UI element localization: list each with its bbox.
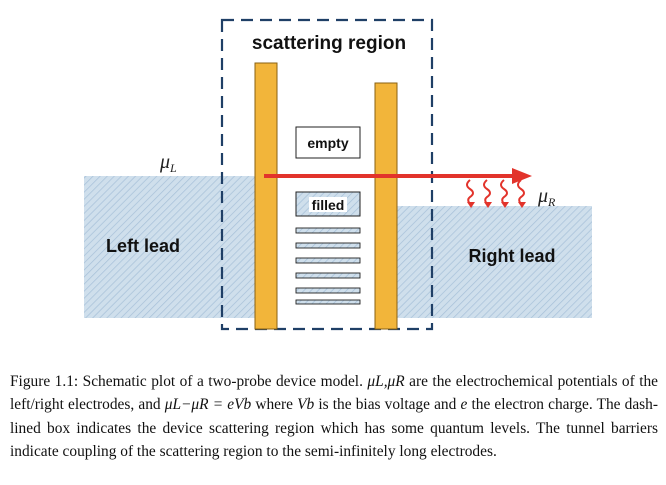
filled-level (295, 287, 361, 294)
filled-level (295, 299, 361, 305)
caption-e: e (460, 396, 468, 414)
filled-label-bg (309, 197, 347, 212)
caption-mid3: is the bias voltage and (318, 396, 457, 414)
right-lead-label: Right lead (468, 246, 555, 266)
left-lead-label: Left lead (106, 236, 180, 256)
mu-left-label: μL (159, 151, 177, 175)
right-barrier (374, 82, 398, 330)
empty-label: empty (307, 135, 348, 151)
transport-arrow (264, 168, 532, 184)
filled-level (295, 242, 361, 249)
caption-sentence1: Schematic plot of a two-probe device mod… (82, 373, 363, 390)
caption-mid2: where (255, 396, 293, 414)
caption-mu-pair: μL,μR (367, 373, 405, 390)
filled-level (295, 227, 361, 234)
filled-level (295, 257, 361, 264)
filled-level (295, 272, 361, 279)
filled-label: filled (312, 197, 345, 213)
mu-right-symbol: μ (537, 185, 548, 207)
mu-right-subscript: R (547, 195, 556, 209)
caption-equation: μL−μR = eVb (164, 396, 252, 414)
mu-left-symbol: μ (159, 151, 170, 173)
caption-mid4: the electron charge. The dash-lined box … (10, 396, 658, 461)
left-lead (84, 176, 266, 318)
relaxation-arrowheads (467, 202, 526, 208)
scattering-region-label: scattering region (252, 33, 406, 54)
relaxation-arrows (466, 179, 525, 206)
device-schematic: empty filled scattering region Left lead… (84, 18, 592, 331)
mu-left-subscript: L (169, 161, 177, 175)
caption-mid1: are the electrochemical potentials of th… (10, 373, 659, 414)
caption-vb: Vb (297, 396, 315, 414)
right-lead (390, 206, 592, 318)
empty-level-box (295, 126, 361, 159)
figure-number: Figure 1.1: (10, 373, 79, 390)
left-barrier (254, 62, 278, 330)
filled-levels (295, 227, 361, 305)
mu-right-label: μR (537, 185, 556, 209)
figure-caption: Figure 1.1: Schematic plot of a two-prob… (10, 370, 658, 464)
